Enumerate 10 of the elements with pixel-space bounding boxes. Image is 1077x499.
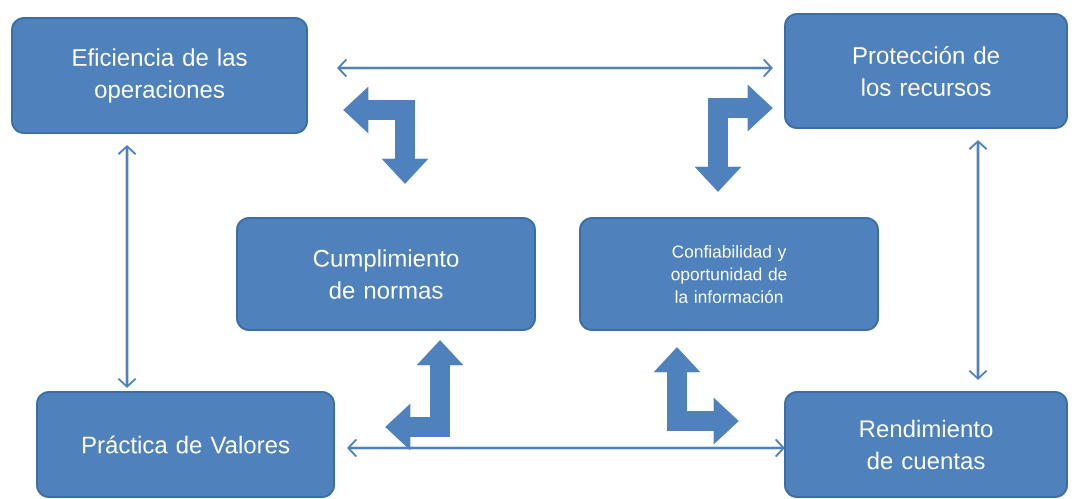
process-box: Confiabilidad y oportunidad de la información (579, 217, 879, 331)
process-box: Cumplimiento de normas (236, 217, 536, 331)
arrow (117, 145, 137, 388)
arrow (347, 438, 785, 458)
process-box: Eficiencia de las operaciones (11, 17, 308, 134)
arrow (337, 58, 773, 78)
process-box: Práctica de Valores (36, 391, 335, 498)
arrow (968, 140, 988, 380)
process-box: Rendimiento de cuentas (784, 391, 1068, 498)
process-box: Protección de los recursos (784, 13, 1068, 129)
